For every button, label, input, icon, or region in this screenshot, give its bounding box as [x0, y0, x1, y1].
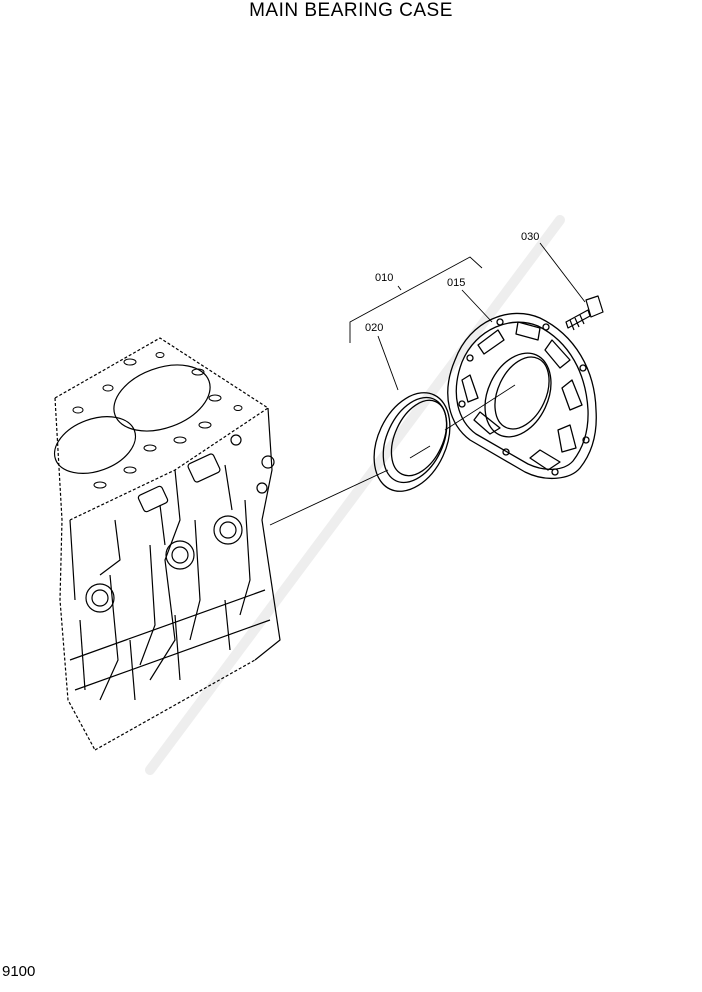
bolt-030	[565, 295, 604, 331]
callout-020: 020	[365, 322, 383, 334]
engine-block	[53, 337, 281, 751]
oil-seal-020	[373, 392, 451, 492]
callout-010: 010	[375, 272, 393, 284]
bearing-case-015	[447, 312, 597, 479]
watermark	[145, 215, 565, 775]
callout-leaders	[349, 242, 586, 391]
page-number: 9100	[2, 963, 36, 980]
page-title: MAIN BEARING CASE	[249, 0, 453, 21]
callout-030: 030	[521, 231, 539, 243]
callout-015: 015	[447, 277, 465, 289]
assembly-center-line	[269, 384, 516, 526]
